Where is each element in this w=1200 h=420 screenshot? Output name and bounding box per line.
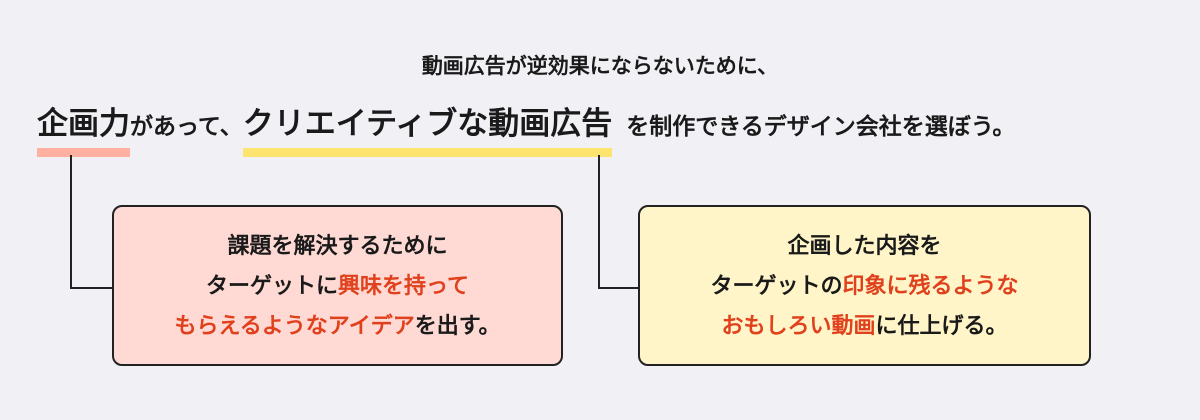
planning-line-3: もらえるようなアイデアを出す。 (114, 307, 561, 347)
text: に仕上げる。 (875, 314, 1008, 339)
connector-left-horizontal (70, 287, 112, 289)
heading-line-2: 企画力 があって、 クリエイティブな動画広告 を制作できるデザイン会社を選ぼう。 (37, 98, 1177, 157)
creative-line-3: おもしろい動画に仕上げる。 (640, 307, 1089, 347)
emphasis: 印象に残るような (842, 274, 1019, 299)
connector-right-horizontal (598, 287, 638, 289)
kikaku-highlight: 企画力 (37, 98, 130, 157)
text: を出す。 (414, 314, 501, 339)
connector-text: があって、 (130, 114, 243, 140)
creative-line-1: 企画した内容を (787, 234, 942, 259)
emphasis: 興味を持って (338, 274, 469, 299)
connector-right-vertical (598, 155, 600, 289)
emphasis: おもしろい動画 (721, 314, 876, 339)
heading-rest: を制作できるデザイン会社を選ぼう。 (626, 114, 1016, 140)
creative-highlight: クリエイティブな動画広告 (242, 98, 612, 157)
planning-line-1: 課題を解決するために (227, 234, 448, 259)
heading-line-1: 動画広告が逆効果にならないために、 (421, 54, 779, 78)
planning-line-2: ターゲットに興味を持って (114, 267, 561, 307)
planning-box: 課題を解決するために ターゲットに興味を持って もらえるようなアイデアを出す。 (112, 205, 563, 366)
creative-box: 企画した内容を ターゲットの印象に残るような おもしろい動画に仕上げる。 (638, 205, 1091, 366)
text: ターゲットに (206, 274, 339, 299)
text: ターゲットの (710, 274, 843, 299)
connector-left-vertical (70, 155, 72, 289)
creative-line-2: ターゲットの印象に残るような (640, 267, 1089, 307)
emphasis: もらえるようなアイデア (174, 314, 415, 339)
